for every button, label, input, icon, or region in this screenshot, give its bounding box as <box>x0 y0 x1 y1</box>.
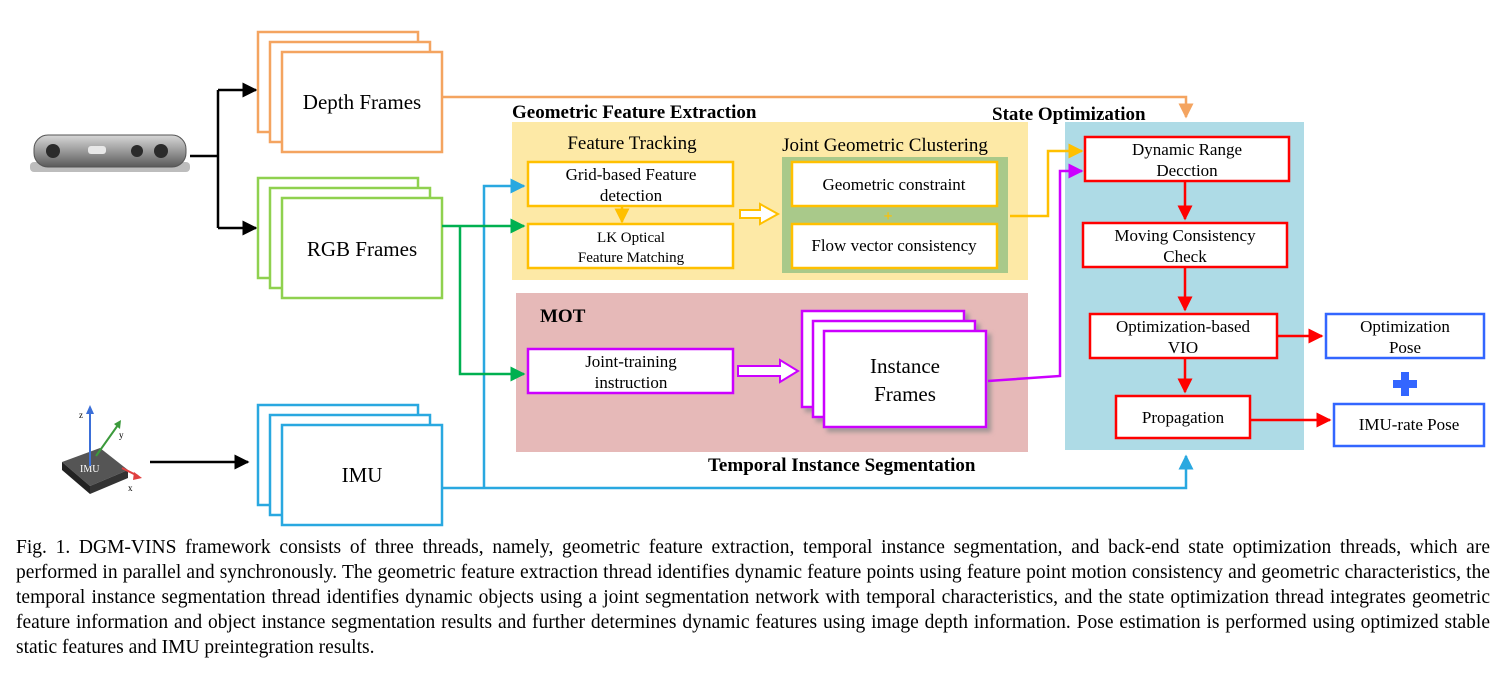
depth-frames-label: Depth Frames <box>303 90 421 114</box>
propagation-box <box>1114 394 1252 440</box>
dynamic-range-line1: Dynamic Range <box>1132 140 1242 159</box>
optimization-vio-box <box>1088 312 1279 360</box>
instance-frames-line1: Instance <box>870 354 940 378</box>
dynamic-range-line2: Decction <box>1156 161 1218 180</box>
plus-icon <box>1393 372 1417 396</box>
axis-z-label: z <box>79 410 83 420</box>
imu-rate-pose-label: IMU-rate Pose <box>1359 415 1460 434</box>
lk-optical-line2: Feature Matching <box>578 250 685 266</box>
state-optimization-title: State Optimization <box>992 104 1146 125</box>
dynamic-range-box <box>1083 135 1291 183</box>
lk-optical-box <box>526 222 735 270</box>
joint-training-box <box>526 347 735 395</box>
propagation-label: Propagation <box>1142 408 1225 427</box>
instance-to-state-arrow <box>987 163 1084 383</box>
imu-frames-stack: IMU <box>256 403 444 527</box>
mot-hollow-arrow <box>737 358 800 384</box>
axis-x-label: x <box>128 483 133 493</box>
imu-frames-label: IMU <box>342 463 383 487</box>
depth-camera-icon <box>30 134 190 172</box>
moving-consistency-box <box>1081 221 1289 269</box>
geometric-constraint-label: Geometric constraint <box>822 175 965 194</box>
optimization-pose-box <box>1324 312 1486 360</box>
geometric-constraint-box <box>790 160 999 208</box>
rgb-frames-stack: RGB Frames <box>256 176 444 300</box>
instance-frames-stack: Instance Frames <box>800 309 988 429</box>
rgb-arrows <box>442 218 526 382</box>
grid-feature-detection-line1: Grid-based Feature <box>566 165 697 184</box>
rgb-frames-label: RGB Frames <box>307 237 417 261</box>
optimization-vio-line1: Optimization-based <box>1116 317 1251 336</box>
joint-training-line1: Joint-training <box>585 352 677 371</box>
tracking-to-clustering-arrow <box>739 202 781 226</box>
figure-caption: Fig. 1. DGM-VINS framework consists of t… <box>16 537 1490 658</box>
instance-frames-line2: Frames <box>874 382 936 406</box>
clustering-to-state-arrow <box>1010 143 1084 218</box>
optimization-pose-line1: Optimization <box>1360 317 1450 336</box>
grid-feature-detection-line2: detection <box>600 186 663 205</box>
plus-symbol: + <box>883 208 892 225</box>
imu-rate-pose-box <box>1332 402 1486 448</box>
flow-vector-box <box>790 222 999 270</box>
grid-feature-detection-box <box>526 160 735 208</box>
optimization-pose-line2: Pose <box>1389 338 1421 357</box>
imu-arrows <box>442 178 1194 490</box>
lk-optical-line1: LK Optical <box>597 230 665 246</box>
framework-diagram: Geometric Feature Extraction State Optim… <box>30 30 1486 527</box>
feature-tracking-title: Feature Tracking <box>567 133 697 154</box>
moving-consistency-line1: Moving Consistency <box>1114 226 1256 245</box>
imu-chip-label: IMU <box>80 464 100 475</box>
depth-frames-stack: Depth Frames <box>256 30 444 154</box>
temporal-segmentation-title: Temporal Instance Segmentation <box>708 455 976 476</box>
imu-chip-icon: IMU z y x <box>62 405 142 494</box>
clustering-title: Joint Geometric Clustering <box>782 135 988 156</box>
mot-title: MOT <box>540 306 586 327</box>
optimization-vio-line2: VIO <box>1168 338 1198 357</box>
joint-training-line2: instruction <box>595 373 668 392</box>
flow-vector-label: Flow vector consistency <box>811 236 977 255</box>
camera-branch-connector <box>150 82 258 470</box>
axis-y-label: y <box>119 430 124 440</box>
moving-consistency-line2: Check <box>1163 247 1207 266</box>
geometric-feature-title: Geometric Feature Extraction <box>512 102 757 123</box>
depth-to-state-arrow <box>442 95 1194 119</box>
